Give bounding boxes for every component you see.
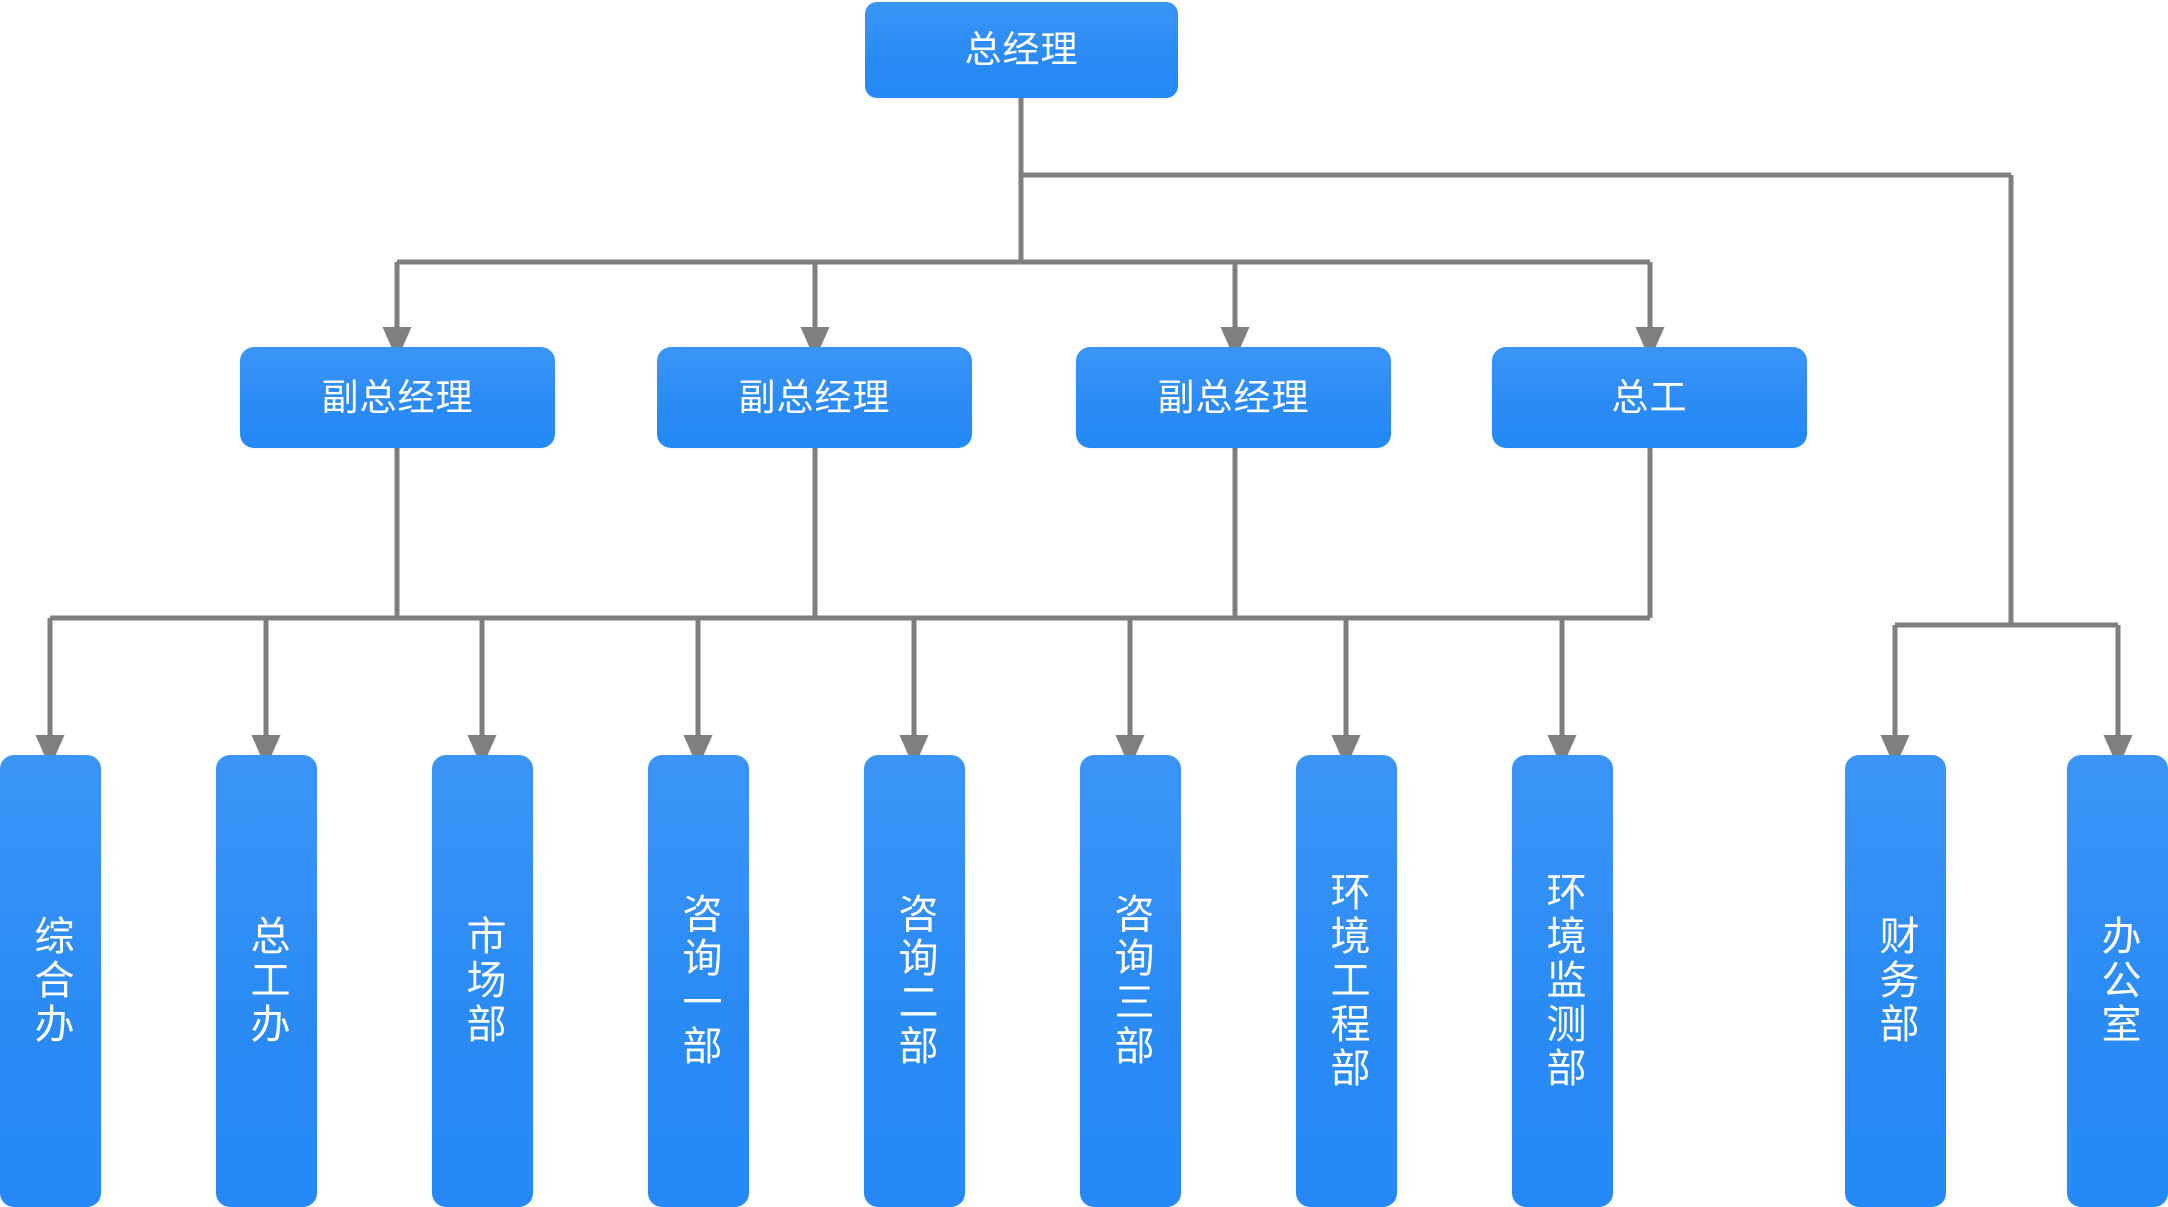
node-label-vgm2: 副总经理 bbox=[738, 376, 891, 418]
node-ce[interactable]: 总工 bbox=[1492, 347, 1807, 448]
node-d2[interactable]: 总工办 bbox=[216, 755, 317, 1207]
node-label-gm: 总经理 bbox=[964, 29, 1079, 71]
node-label-vgm3: 副总经理 bbox=[1157, 376, 1310, 418]
node-label-d4: 咨询一部 bbox=[676, 893, 721, 1069]
node-vgm3[interactable]: 副总经理 bbox=[1076, 347, 1391, 448]
node-label-d10: 办公室 bbox=[2095, 915, 2140, 1047]
node-d4[interactable]: 咨询一部 bbox=[648, 755, 749, 1207]
node-gm[interactable]: 总经理 bbox=[865, 2, 1178, 98]
node-d6[interactable]: 咨询三部 bbox=[1080, 755, 1181, 1207]
node-d1[interactable]: 综合办 bbox=[0, 755, 101, 1207]
node-d9[interactable]: 财务部 bbox=[1845, 755, 1946, 1207]
node-label-d5: 咨询二部 bbox=[892, 893, 937, 1069]
node-d3[interactable]: 市场部 bbox=[432, 755, 533, 1207]
node-label-d8: 环境监测部 bbox=[1540, 871, 1585, 1091]
node-label-d7: 环境工程部 bbox=[1324, 871, 1369, 1091]
node-label-d9: 财务部 bbox=[1873, 915, 1918, 1047]
node-vgm2[interactable]: 副总经理 bbox=[657, 347, 972, 448]
node-vgm1[interactable]: 副总经理 bbox=[240, 347, 555, 448]
node-d10[interactable]: 办公室 bbox=[2067, 755, 2168, 1207]
node-d8[interactable]: 环境监测部 bbox=[1512, 755, 1613, 1207]
node-label-d2: 总工办 bbox=[244, 915, 289, 1047]
node-label-vgm1: 副总经理 bbox=[321, 376, 474, 418]
node-label-ce: 总工 bbox=[1611, 376, 1688, 418]
node-label-d6: 咨询三部 bbox=[1108, 893, 1153, 1069]
node-label-d1: 综合办 bbox=[28, 915, 73, 1047]
node-d7[interactable]: 环境工程部 bbox=[1296, 755, 1397, 1207]
node-label-d3: 市场部 bbox=[460, 915, 505, 1047]
node-d5[interactable]: 咨询二部 bbox=[864, 755, 965, 1207]
